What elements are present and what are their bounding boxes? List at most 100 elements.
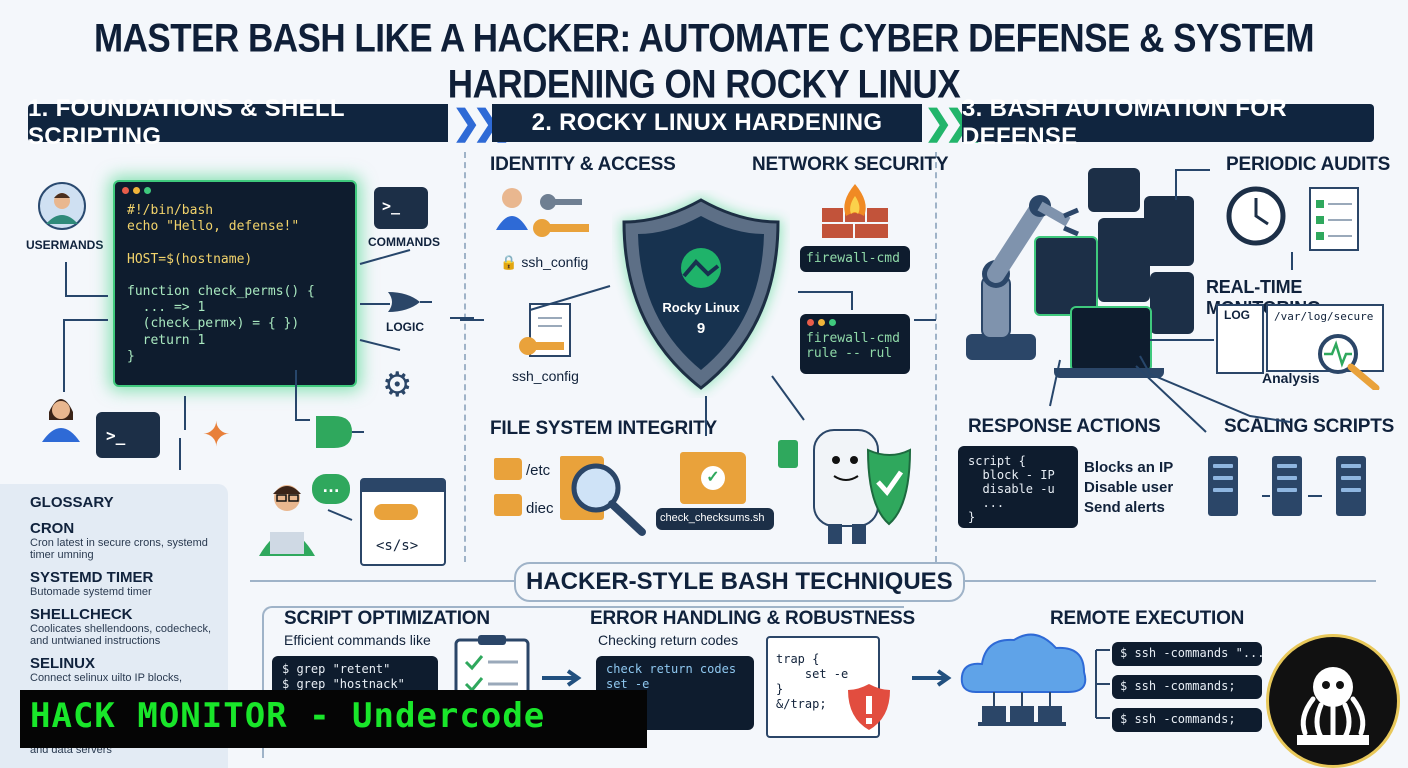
glossary-term: SYSTEMD TIMER	[30, 569, 154, 586]
code-line: block - IP	[968, 468, 1055, 482]
code-line: script {	[968, 454, 1026, 468]
code-line: ...	[968, 496, 1005, 510]
diec-folder-label: diec	[526, 500, 554, 517]
code-panel-icon	[1150, 272, 1194, 334]
glossary-heading: GLOSSARY	[30, 494, 114, 511]
arrow-right-icon	[912, 669, 952, 687]
ssh-command-terminal: $ ssh -commands;	[1112, 675, 1262, 699]
server-icon	[1336, 456, 1366, 516]
ssh-config-label: 🔒 ssh_config	[500, 254, 588, 271]
remote-command-list: $ ssh -commands "... $ ssh -commands; $ ss…	[1112, 642, 1262, 741]
code-panel-icon	[1088, 168, 1140, 212]
branch-arrows-icon	[1095, 649, 1110, 719]
error-handling-subtitle: Checking return codes	[598, 632, 739, 648]
page-title: MASTER BASH LIKE A HACKER: AUTOMATE CYBE…	[93, 16, 1315, 107]
code-panel-icon	[1144, 196, 1194, 266]
etc-folder-label: /etc	[526, 462, 551, 479]
code-line: return 1	[127, 332, 206, 348]
magnifier-pulse-icon	[1314, 330, 1384, 395]
code-line: echo "Hello, defense!"	[127, 219, 300, 235]
magnifier-icon	[566, 458, 650, 543]
hacker-at-laptop-icon	[256, 476, 318, 558]
script-optimization-subtitle: Efficient commands like	[284, 632, 431, 648]
glossary-desc: Coolicates shellendoons, codecheck, and …	[30, 623, 212, 647]
section2-flow-arrows	[460, 285, 936, 436]
response-action-item: Blocks an IP	[1084, 459, 1174, 476]
periodic-audits-heading: PERIODIC AUDITS	[1226, 154, 1391, 175]
file-system-integrity-heading: FILE SYSTEM INTEGRITY	[490, 418, 717, 439]
code-line: ... => 1	[127, 300, 206, 316]
server-group-icon	[1208, 456, 1366, 516]
shield-version: 9	[696, 320, 706, 337]
code-line: #!/bin/bash	[127, 203, 214, 218]
code-panel-icon	[1098, 218, 1150, 302]
code-line: }	[968, 510, 976, 524]
response-action-item: Disable user	[1084, 479, 1174, 496]
ssh-command-terminal: $ ssh -commands "...	[1112, 642, 1262, 666]
checksum-folder-icon: ✓	[680, 452, 746, 504]
checksums-script-box: check_checksums.sh	[656, 508, 774, 530]
glossary-term: SHELLCHECK	[30, 606, 133, 623]
commands-terminal-icon: >_	[374, 187, 428, 229]
warning-shield-icon	[846, 682, 892, 737]
config-file-key-icon	[516, 300, 580, 369]
user-avatar-icon	[38, 182, 86, 230]
ssh-command-terminal: $ ssh -commands;	[1112, 708, 1262, 732]
network-security-heading: NETWORK SECURITY	[752, 154, 949, 175]
logic-gate-icon	[386, 290, 432, 319]
code-line: disable -u	[968, 482, 1055, 496]
section-banner-3: 3. BASH AUTOMATION FOR DEFENSE	[962, 95, 1374, 150]
firewall-icon	[820, 180, 890, 245]
user-label: USERMANDS	[26, 238, 104, 252]
laptop-base-icon	[1054, 368, 1164, 378]
response-actions-heading: RESPONSE ACTIONS	[968, 416, 1161, 437]
cloud-network-icon	[956, 618, 1096, 743]
undercode-octopus-logo	[1266, 634, 1400, 768]
key-icon	[374, 504, 418, 520]
identity-access-heading: IDENTITY & ACCESS	[490, 154, 676, 175]
folder-icon	[494, 458, 522, 480]
glossary-desc: Cron latest in secure crons, systemd tim…	[30, 537, 208, 561]
section1-flow-arrows	[63, 249, 474, 521]
response-script-terminal: script { block - IP disable -u ...}	[958, 446, 1078, 528]
script-optimization-heading: SCRIPT OPTIMIZATION	[284, 608, 490, 629]
ssh-config-label-2: ssh_config	[512, 368, 579, 384]
rocky-linux-shield: Rocky Linux 9	[612, 190, 790, 398]
section-divider	[464, 152, 466, 562]
code-line: function check_perms() {	[127, 283, 315, 299]
clock-checklist-icon	[1226, 184, 1366, 259]
check-icon: ✓	[701, 466, 725, 490]
shield-name: Rocky Linux	[662, 300, 740, 315]
gear-icon: ⚙	[382, 366, 413, 404]
firewall-cmd-box: firewall-cmd	[800, 246, 910, 272]
clipboard-checklist-icon	[452, 634, 532, 709]
chat-bubble-icon: …	[312, 474, 350, 504]
remote-execution-heading: REMOTE EXECUTION	[1050, 608, 1245, 629]
arrow-right-icon	[542, 669, 582, 687]
user-female-icon	[40, 390, 82, 442]
log-file-icon: LOG	[1216, 304, 1264, 374]
logic-label: LOGIC	[386, 320, 424, 334]
server-icon	[1272, 456, 1302, 516]
robot-arm-icon	[960, 176, 1080, 371]
error-handling-heading: ERROR HANDLING & ROBUSTNESS	[590, 608, 916, 629]
section3-flow-arrows	[1049, 169, 1322, 497]
code-window-icon: <s/s>	[360, 478, 446, 566]
server-icon	[1208, 456, 1238, 516]
glossary-term: SELINUX	[30, 655, 96, 672]
code-line: HOST=$(hostname)	[127, 251, 253, 267]
analysis-label: Analysis	[1262, 370, 1320, 386]
logic-gate-icon	[312, 412, 364, 457]
watermark-text: HACK MONITOR - Undercode	[30, 696, 546, 736]
glossary-desc: Butomade systemd timer	[30, 586, 152, 598]
folder-icon	[494, 494, 522, 516]
scaling-scripts-heading: SCALING SCRIPTS	[1224, 416, 1395, 437]
code-line: }	[127, 349, 135, 365]
section-banner-2: 2. ROCKY LINUX HARDENING	[492, 104, 922, 142]
